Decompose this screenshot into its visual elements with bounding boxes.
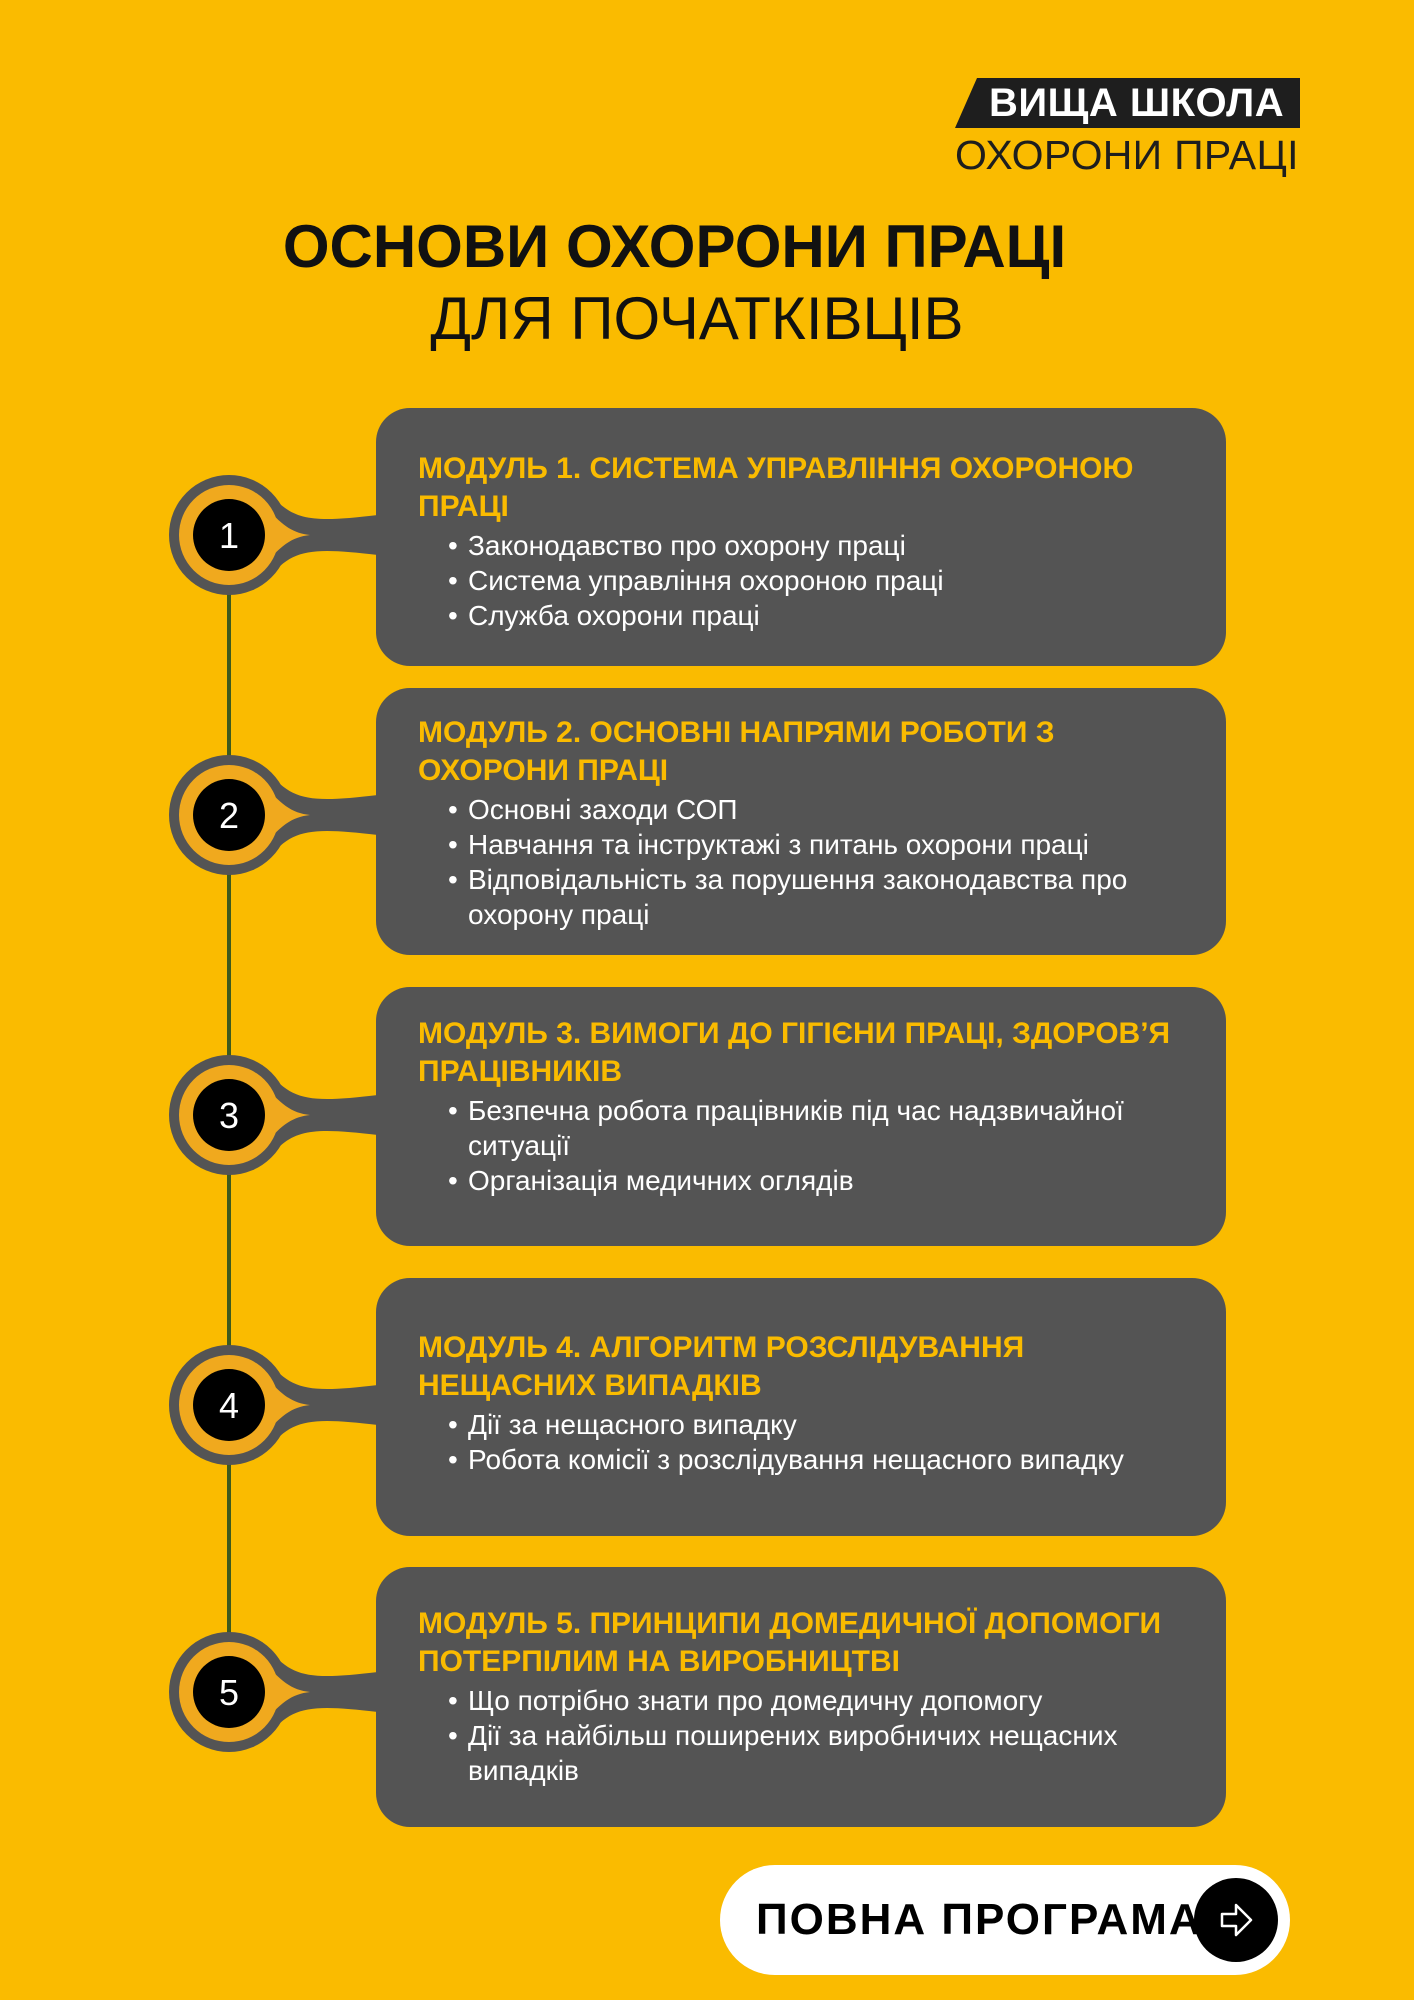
module-topic: Що потрібно знати про домедичну допомогу	[448, 1683, 1206, 1718]
logo-line1: ВИЩА ШКОЛА	[989, 81, 1285, 125]
module-card-5: МОДУЛЬ 5. ПРИНЦИПИ ДОМЕДИЧНОЇ ДОПОМОГИ П…	[376, 1567, 1226, 1827]
module-topics: Безпечна робота працівників під час надз…	[418, 1093, 1206, 1198]
module-topic: Безпечна робота працівників під час надз…	[448, 1093, 1206, 1163]
page-title: ОСНОВИ ОХОРОНИ ПРАЦІ	[282, 213, 1067, 280]
full-program-button[interactable]: ПОВНА ПРОГРАМА	[720, 1865, 1290, 1975]
module-topics: Законодавство про охорону праціСистема у…	[418, 528, 1206, 633]
logo-line2: ОХОРОНИ ПРАЦІ	[955, 132, 1299, 178]
module-topic: Дії за найбільш поширених виробничих нещ…	[448, 1718, 1206, 1788]
module-card-1: МОДУЛЬ 1. СИСТЕМА УПРАВЛІННЯ ОХОРОНОЮ ПР…	[376, 408, 1226, 666]
module-topic: Законодавство про охорону праці	[448, 528, 1206, 563]
logo-mark-icon	[955, 78, 977, 128]
arrow-right-icon	[1194, 1878, 1278, 1962]
module-topic: Навчання та інструктажі з питань охорони…	[448, 827, 1206, 862]
module-topics: Що потрібно знати про домедичну допомогу…	[418, 1683, 1206, 1788]
module-card-2: МОДУЛЬ 2. ОСНОВНІ НАПРЯМИ РОБОТИ З ОХОРО…	[376, 688, 1226, 955]
logo: ВИЩА ШКОЛА ОХОРОНИ ПРАЦІ	[955, 78, 1300, 178]
module-number-node: 1	[160, 455, 390, 615]
module-heading: МОДУЛЬ 2. ОСНОВНІ НАПРЯМИ РОБОТИ З ОХОРО…	[418, 716, 1055, 787]
module-number-node: 2	[160, 735, 390, 895]
module-number-node: 3	[160, 1035, 390, 1195]
logo-bar: ВИЩА ШКОЛА	[955, 78, 1300, 128]
module-number: 2	[219, 795, 239, 836]
module-topic: Основні заходи СОП	[448, 792, 1206, 827]
module-card-3: МОДУЛЬ 3. ВИМОГИ ДО ГІГІЄНИ ПРАЦІ, ЗДОРО…	[376, 987, 1226, 1246]
page-subtitle: ДЛЯ ПОЧАТКІВЦІВ	[430, 285, 964, 352]
module-number-node: 5	[160, 1612, 390, 1772]
module-number: 4	[219, 1385, 239, 1426]
module-heading: МОДУЛЬ 5. ПРИНЦИПИ ДОМЕДИЧНОЇ ДОПОМОГИ П…	[418, 1607, 1162, 1678]
module-number: 5	[219, 1672, 239, 1713]
module-topic: Організація медичних оглядів	[448, 1163, 1206, 1198]
module-number-node: 4	[160, 1325, 390, 1485]
module-heading: МОДУЛЬ 3. ВИМОГИ ДО ГІГІЄНИ ПРАЦІ, ЗДОРО…	[418, 1017, 1171, 1088]
module-topics: Основні заходи СОПНавчання та інструктаж…	[418, 792, 1206, 932]
module-heading: МОДУЛЬ 1. СИСТЕМА УПРАВЛІННЯ ОХОРОНОЮ ПР…	[418, 452, 1134, 523]
module-topic: Робота комісії з розслідування нещасного…	[448, 1442, 1206, 1477]
module-heading: МОДУЛЬ 4. АЛГОРИТМ РОЗСЛІДУВАННЯ НЕЩАСНИ…	[418, 1331, 1025, 1402]
module-topics: Дії за нещасного випадкуРобота комісії з…	[418, 1407, 1206, 1477]
module-topic: Відповідальність за порушення законодавс…	[448, 862, 1206, 932]
full-program-label: ПОВНА ПРОГРАМА	[756, 1895, 1203, 1944]
module-number: 1	[219, 515, 239, 556]
module-topic: Дії за нещасного випадку	[448, 1407, 1206, 1442]
module-topic: Служба охорони праці	[448, 598, 1206, 633]
module-number: 3	[219, 1095, 239, 1136]
module-topic: Система управління охороною праці	[448, 563, 1206, 598]
module-card-4: МОДУЛЬ 4. АЛГОРИТМ РОЗСЛІДУВАННЯ НЕЩАСНИ…	[376, 1278, 1226, 1536]
